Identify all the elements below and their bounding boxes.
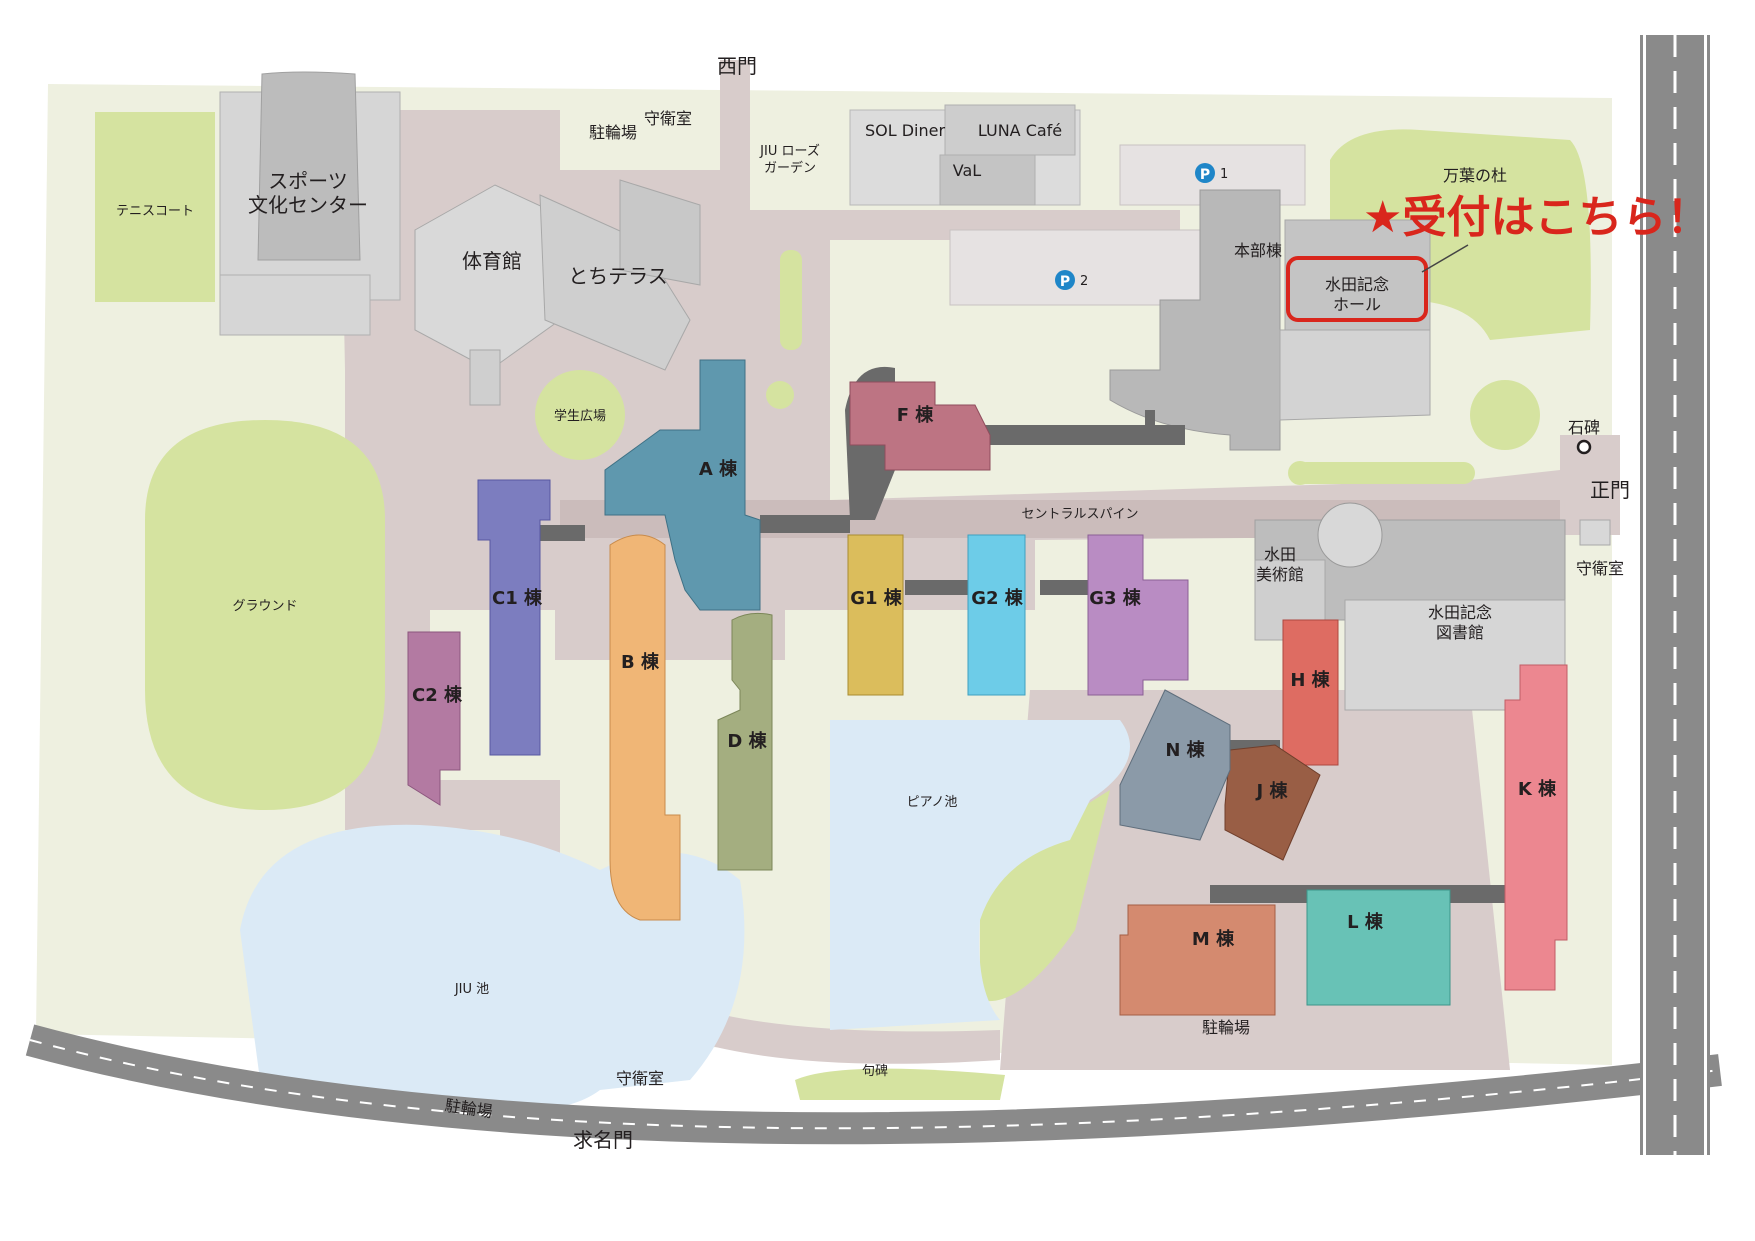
parking-symbol: P	[1200, 167, 1210, 183]
building-M-label[interactable]: M 棟	[1192, 928, 1235, 950]
building-A-label[interactable]: A 棟	[699, 458, 738, 480]
building-B-label[interactable]: B 棟	[621, 651, 660, 673]
building-D-label[interactable]: D 棟	[727, 730, 767, 752]
sol-diner-label[interactable]: SOL Diner	[865, 121, 946, 140]
tennis-court-label: テニスコート	[116, 204, 194, 219]
building-L[interactable]	[1306, 889, 1451, 1006]
building-J[interactable]	[1224, 744, 1321, 861]
building-M[interactable]	[1119, 904, 1276, 1016]
parking-symbol: P	[1060, 274, 1070, 290]
building-G2-label[interactable]: G2 棟	[971, 587, 1024, 609]
building-G1[interactable]	[847, 534, 904, 696]
museum-label[interactable]: 水田	[1264, 545, 1296, 564]
memorial-hall-label[interactable]: 水田記念	[1325, 275, 1389, 294]
parking-1-marker: P 1	[1195, 163, 1228, 183]
guard-room-west-label: 守衛室	[644, 109, 692, 128]
building-D[interactable]	[717, 612, 773, 871]
monument-icon	[1576, 439, 1592, 455]
building-H-label[interactable]: H 棟	[1290, 669, 1330, 691]
honbu-building-label[interactable]: 本部棟	[1234, 241, 1282, 260]
facility-buildings	[219, 71, 1611, 711]
building-G3[interactable]	[1087, 534, 1189, 696]
building-F[interactable]	[849, 381, 991, 471]
building-B[interactable]	[609, 534, 681, 921]
guard-room-south-label: 守衛室	[616, 1069, 664, 1088]
building-C2-label[interactable]: C2 棟	[412, 684, 463, 706]
building-C1-label[interactable]: C1 棟	[492, 587, 543, 609]
parking-number: 1	[1220, 167, 1228, 182]
west-gate-label[interactable]: 西門	[717, 54, 757, 78]
guard-room-east-label: 守衛室	[1576, 559, 1624, 578]
reception-callout: ★受付はこちら！	[1363, 192, 1710, 243]
val-label[interactable]: VaL	[953, 161, 982, 180]
library-label[interactable]: 水田記念	[1428, 603, 1492, 622]
museum-label[interactable]: 美術館	[1256, 565, 1304, 584]
building-N[interactable]	[1119, 689, 1231, 841]
campus-buildings	[407, 359, 1568, 1016]
piano-pond-label: ピアノ池	[907, 795, 958, 810]
memorial-hall-label[interactable]: ホール	[1333, 295, 1381, 314]
ground-field	[145, 420, 385, 810]
reception-highlight[interactable]	[1286, 256, 1428, 322]
building-F-label[interactable]: F 棟	[897, 404, 935, 426]
manyo-forest-label: 万葉の杜	[1443, 166, 1507, 185]
bike-parking-east-label: 駐輪場	[1202, 1018, 1250, 1037]
luna-cafe-label[interactable]: LUNA Café	[978, 121, 1062, 140]
parking-number: 2	[1080, 274, 1088, 289]
plaza-green	[535, 370, 625, 460]
student-plaza-label: 学生広場	[554, 408, 606, 424]
building-L-label[interactable]: L 棟	[1347, 911, 1384, 933]
haiku-monument-label: 句碑	[862, 1063, 888, 1079]
building-C1[interactable]	[477, 479, 551, 756]
piano-pond	[830, 720, 1130, 1030]
building-N-label[interactable]: N 棟	[1165, 739, 1205, 761]
ground-label: グラウンド	[232, 599, 297, 614]
parking-icon	[1195, 163, 1215, 183]
monument-label: 石碑	[1568, 418, 1600, 437]
parking-icon	[1055, 270, 1075, 290]
building-J-label[interactable]: J 棟	[1255, 780, 1289, 802]
callout-pointer	[1421, 244, 1469, 273]
building-C2[interactable]	[407, 631, 461, 806]
kyumei-gate-label[interactable]: 求名門	[573, 1128, 633, 1152]
library-label[interactable]: 図書館	[1436, 623, 1484, 642]
building-G2[interactable]	[967, 534, 1026, 696]
rose-garden-label: JIU ローズ	[759, 143, 820, 159]
building-G1-label[interactable]: G1 棟	[850, 587, 903, 609]
building-K[interactable]	[1504, 664, 1568, 991]
jiu-pond-label: JIU 池	[454, 982, 489, 997]
gym-label[interactable]: 体育館	[462, 249, 522, 273]
sports-center-label[interactable]: スポーツ	[268, 169, 348, 193]
tennis-court-area	[95, 112, 215, 302]
rose-garden-label: ガーデン	[764, 160, 816, 176]
central-spine-label: セントラルスパイン	[1021, 507, 1138, 522]
building-G3-label[interactable]: G3 棟	[1089, 587, 1142, 609]
tochi-terrace-label[interactable]: とちテラス	[568, 264, 668, 288]
building-K-label[interactable]: K 棟	[1518, 778, 1557, 800]
building-H[interactable]	[1282, 619, 1339, 766]
bike-parking-north-label: 駐輪場	[589, 123, 637, 142]
parking-2-marker: P 2	[1055, 270, 1088, 290]
sports-center-label[interactable]: 文化センター	[248, 193, 368, 217]
building-A[interactable]	[604, 359, 761, 611]
main-gate-label[interactable]: 正門	[1590, 478, 1630, 502]
